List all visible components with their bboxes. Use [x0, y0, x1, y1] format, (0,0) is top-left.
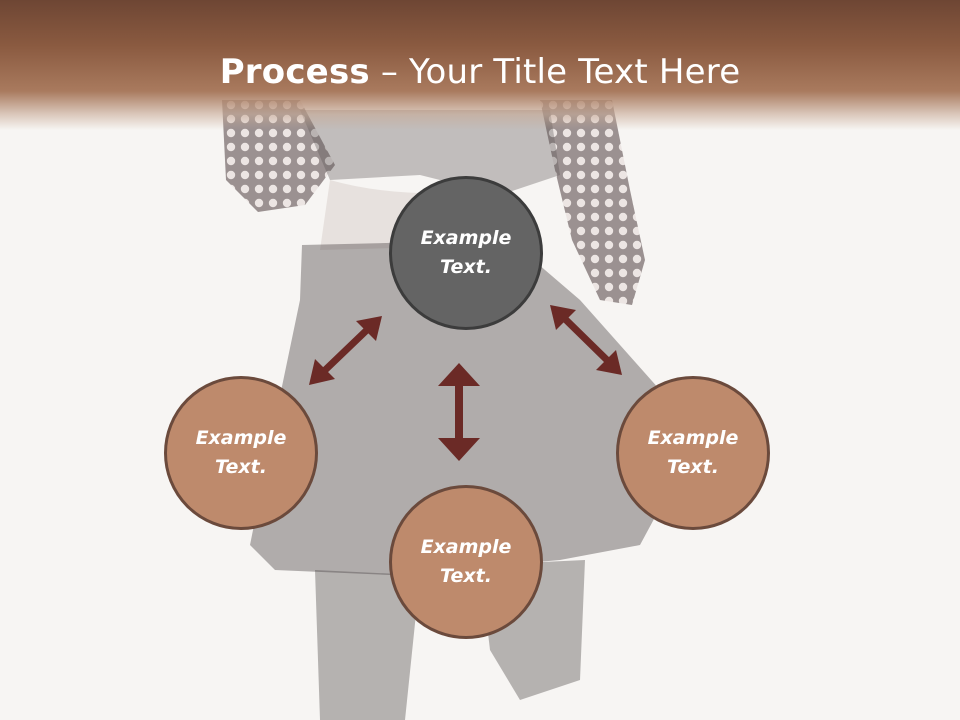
process-node-right: Example Text.: [616, 376, 770, 530]
process-node-center-text: Example Text.: [420, 227, 512, 278]
arrow-center-left: [309, 316, 382, 385]
arrow-center-right: [550, 305, 622, 375]
process-node-center: Example Text.: [389, 176, 543, 330]
process-node-left: Example Text.: [164, 376, 318, 530]
page-title: Process – Your Title Text Here: [0, 52, 960, 92]
title-bold: Process: [219, 52, 370, 92]
process-node-bottom: Example Text.: [389, 485, 543, 639]
process-node-left-text: Example Text.: [195, 427, 287, 478]
arrow-center-bottom: [438, 363, 480, 461]
header-band: [0, 0, 960, 130]
process-node-right-text: Example Text.: [647, 427, 739, 478]
title-rest: – Your Title Text Here: [369, 52, 741, 92]
process-node-bottom-text: Example Text.: [420, 536, 512, 587]
